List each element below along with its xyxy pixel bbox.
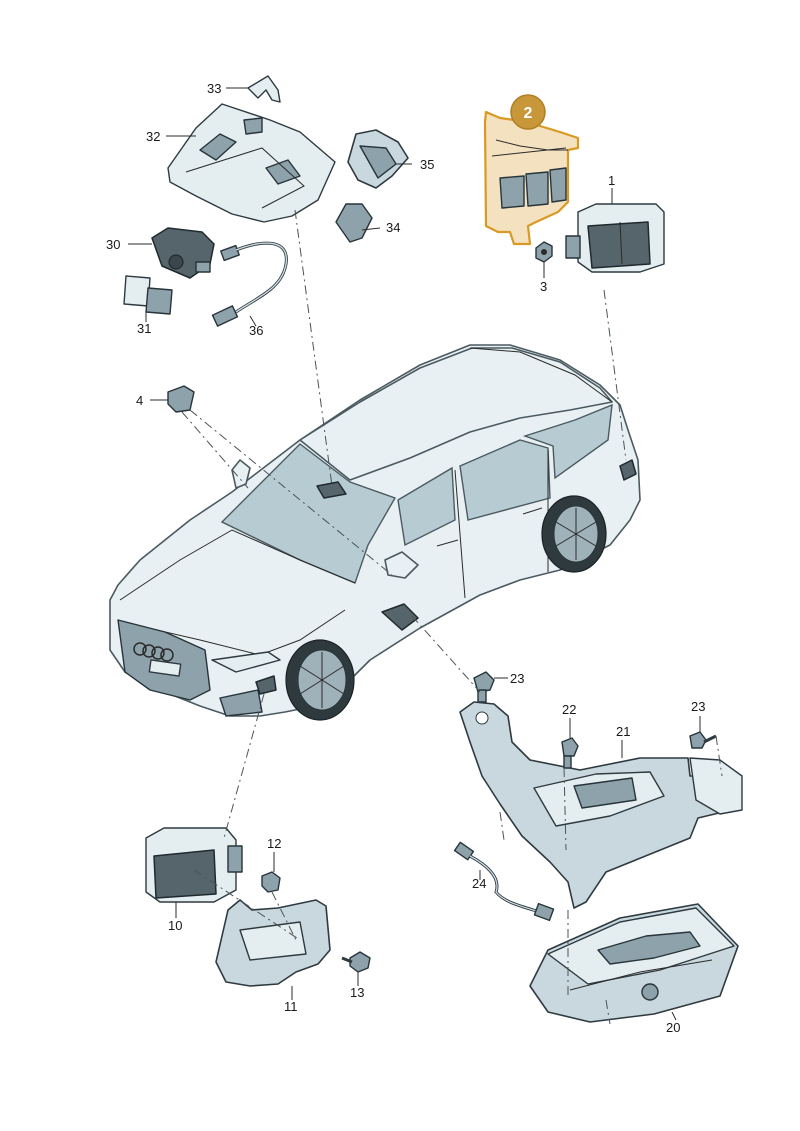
part-30-camera — [151, 227, 215, 279]
callout-30: 30 — [106, 237, 120, 252]
callout-12: 12 — [267, 836, 281, 851]
part-31-sensor-pad — [123, 275, 173, 315]
callout-4: 4 — [136, 393, 143, 408]
callout-22: 22 — [562, 702, 576, 717]
callouts: 33 32 35 34 30 31 36 1 3 4 10 12 11 13 2… — [106, 81, 705, 1035]
callout-34: 34 — [386, 220, 400, 235]
part-13-bolt — [341, 951, 371, 973]
part-3-nut — [535, 241, 553, 263]
callout-11: 11 — [284, 999, 298, 1014]
part-22-bolt — [561, 737, 579, 769]
part-11-bracket — [215, 899, 331, 987]
assembly-lines — [181, 209, 723, 1025]
part-10-control-unit — [145, 827, 243, 903]
part-21-mounting-bracket — [459, 701, 743, 909]
leader-lines — [128, 87, 701, 1021]
car-illustration — [109, 344, 641, 721]
rear-wheel-icon — [541, 495, 607, 573]
callout-23-right: 23 — [691, 699, 705, 714]
callout-33: 33 — [207, 81, 221, 96]
callout-1: 1 — [608, 173, 615, 188]
callout-35: 35 — [420, 157, 434, 172]
part-36-cable — [211, 241, 288, 327]
part-4-sensor — [167, 385, 195, 413]
part-24-cable — [453, 841, 555, 922]
callout-23-top: 23 — [510, 671, 524, 686]
part-34-trim — [335, 203, 373, 243]
part-23-bolt-top — [473, 671, 495, 703]
part-12-clip — [261, 871, 281, 893]
callout-24: 24 — [472, 876, 486, 891]
part-32-bracket — [167, 103, 336, 223]
part-33-clip — [247, 75, 281, 103]
part-23-bolt-right — [689, 731, 717, 749]
callout-31: 31 — [137, 321, 151, 336]
callout-3: 3 — [540, 279, 547, 294]
part-35-cover — [347, 129, 409, 189]
highlight-badge — [510, 94, 546, 130]
audi-rings-icon — [133, 642, 174, 662]
door-sensor-icon — [381, 603, 419, 631]
part-1-control-unit — [565, 203, 665, 273]
windshield-camera-icon — [316, 481, 347, 499]
callout-36: 36 — [249, 323, 263, 338]
callout-20: 20 — [666, 1020, 680, 1035]
part-20-control-module — [529, 903, 739, 1023]
callout-13: 13 — [350, 985, 364, 1000]
callout-10: 10 — [168, 918, 182, 933]
callout-21: 21 — [616, 724, 630, 739]
front-wheel-icon — [285, 639, 355, 721]
callout-32: 32 — [146, 129, 160, 144]
highlight-label: 2 — [524, 105, 533, 122]
part-2-highlighted-bracket: 2 — [483, 94, 580, 246]
